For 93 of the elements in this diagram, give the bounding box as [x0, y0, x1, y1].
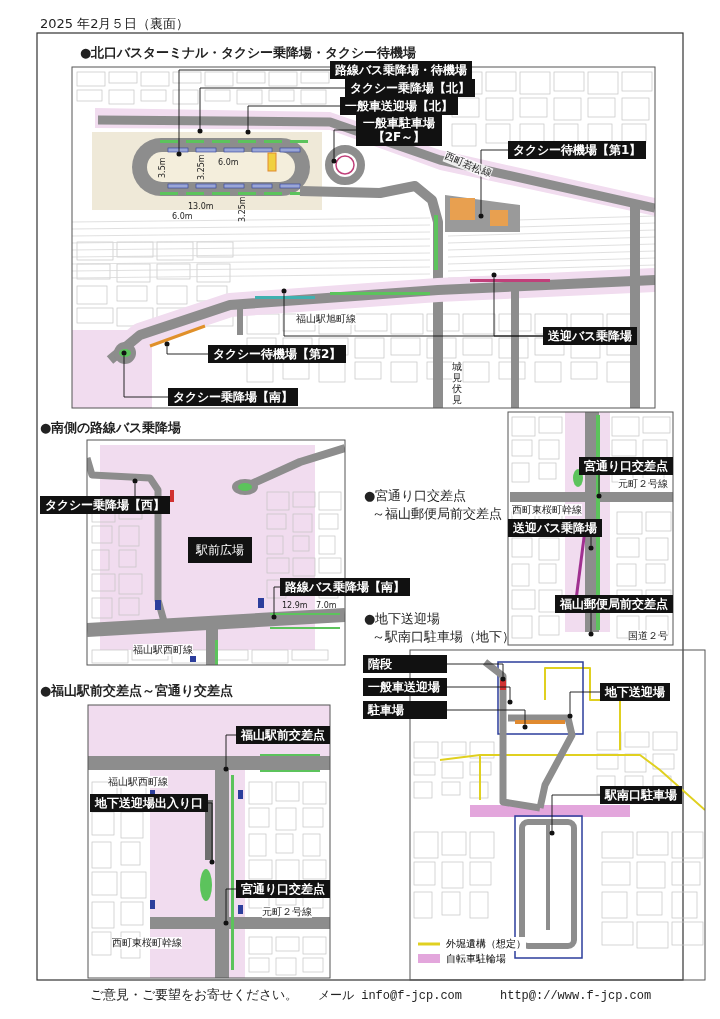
leader-line [273, 586, 281, 615]
email-contact: メール info@f-jcp.com [318, 989, 463, 1004]
leader-dot [271, 614, 277, 620]
legend-label: 外堀遺構（想定） [446, 937, 526, 951]
dimension-label: 6.0m [172, 212, 193, 222]
leader-line [166, 346, 209, 355]
leader-line [590, 612, 592, 632]
leader-line [446, 663, 504, 677]
callout-label: タクシー乗降場【西】 [40, 496, 170, 514]
leader-line [446, 686, 511, 700]
leader-dot [549, 830, 555, 836]
callout-label: 福山郵便局前交差点 [555, 595, 673, 613]
callout-label: 福山駅前交差点 [236, 726, 330, 744]
leader-line [569, 691, 601, 714]
leader-dot [197, 128, 203, 134]
leader-dot [478, 213, 484, 219]
leader-dot [176, 151, 182, 157]
callout-label: 地下送迎場出入り口 [90, 794, 208, 812]
road-name: 元町２号線 [618, 478, 668, 490]
web-address: http@://www.f-jcp.com [500, 989, 652, 1004]
dimension-label: 3.25m [197, 154, 207, 180]
callout-label: 地下送迎場 [600, 683, 670, 701]
leader-dot [223, 920, 229, 926]
leader-line [598, 474, 600, 494]
dimension-label: 3.5m [158, 157, 168, 178]
leader-dot [164, 341, 170, 347]
leader-dot [245, 129, 251, 135]
leader-dot [596, 493, 602, 499]
leader-line [134, 483, 136, 497]
dimension-label: 13.0m [188, 202, 214, 212]
leader-line [123, 355, 169, 398]
callout-label: 駐車場 [363, 701, 447, 719]
leader-dot [121, 350, 127, 356]
road-name: 西町東桜町幹線 [512, 504, 582, 516]
section-title: ●地下送迎場 [364, 611, 441, 627]
leader-line [247, 105, 341, 130]
callout-label: 送迎バス乗降場 [508, 519, 602, 537]
leader-line [480, 149, 509, 214]
callout-label: タクシー待機場【第2】 [208, 345, 347, 363]
section-title: ～福山郵便局前交差点 [372, 506, 502, 522]
leader-line [207, 802, 213, 860]
dimension-label: 7.0m [316, 601, 337, 611]
leader-line [333, 129, 357, 159]
callout-label: タクシー待機場【第1】 [508, 141, 647, 159]
leader-dot [567, 713, 573, 719]
leader-dot [491, 272, 497, 278]
callout-label: 路線バス乗降場【南】 [280, 578, 410, 596]
leader-dot [281, 288, 287, 294]
callout-label: タクシー乗降場【北】 [345, 79, 475, 97]
leader-dot [507, 699, 513, 705]
date-header: 2025 年2月５日（裏面） [40, 16, 190, 32]
section-title: ●福山駅前交差点～宮通り交差点 [40, 683, 234, 699]
section-title: ●宮通り口交差点 [364, 488, 467, 504]
callout-label: 階段 [363, 655, 447, 673]
leader-line [199, 87, 346, 129]
leader-dot [500, 676, 506, 682]
callout-label: 駅南口駐車場 [600, 786, 682, 804]
legend-label: 自転車駐輪場 [446, 952, 506, 966]
section-title: ●南側の路線バス乗降場 [40, 420, 182, 436]
leader-dot [522, 724, 528, 730]
leader-line [446, 709, 526, 725]
leader-line [225, 734, 237, 767]
callout-label: 路線バス乗降場・待機場 [330, 61, 472, 79]
leader-dot [331, 158, 337, 164]
callout-label: 宮通り口交差点 [579, 457, 673, 475]
leader-line [551, 794, 601, 831]
callout-label: 宮通り口交差点 [236, 880, 330, 898]
dimension-label: 3.25m [238, 196, 248, 222]
dimension-label: 6.0m [218, 158, 239, 168]
callout-label: 送迎バス乗降場 [543, 327, 637, 345]
callout-label: 一般車送迎場【北】 [340, 97, 458, 115]
leader-dot [132, 478, 138, 484]
leader-line [590, 536, 592, 546]
leader-dot [223, 766, 229, 772]
dimension-label: 12.9m [282, 601, 308, 611]
road-name: 福山駅旭町線 [296, 313, 356, 325]
leader-line [225, 888, 237, 921]
callout-label: タクシー乗降場【南】 [168, 388, 298, 406]
leader-dot [209, 859, 215, 865]
section-title: ●北口バスターミナル・タクシー乗降場・タクシー待機場 [80, 45, 417, 61]
place-label: 駅前広場 [188, 537, 252, 563]
leader-dot [588, 545, 594, 551]
road-name: 西町東桜町幹線 [112, 937, 182, 949]
footer-note: ご意見・ご要望をお寄せください。 [90, 987, 298, 1003]
callout-label: 一般車送迎場 [363, 678, 447, 696]
road-name: 国道２号 [628, 630, 668, 642]
leader-line [283, 293, 544, 337]
section-title: ～駅南口駐車場（地下） [372, 629, 515, 645]
road-name: 城見伏見 [452, 361, 462, 405]
leader-line [178, 69, 331, 152]
road-name: 福山駅西町線 [133, 644, 193, 656]
leader-dot [588, 631, 594, 637]
callout-label: 一般車駐車場【2F～】 [356, 114, 442, 146]
